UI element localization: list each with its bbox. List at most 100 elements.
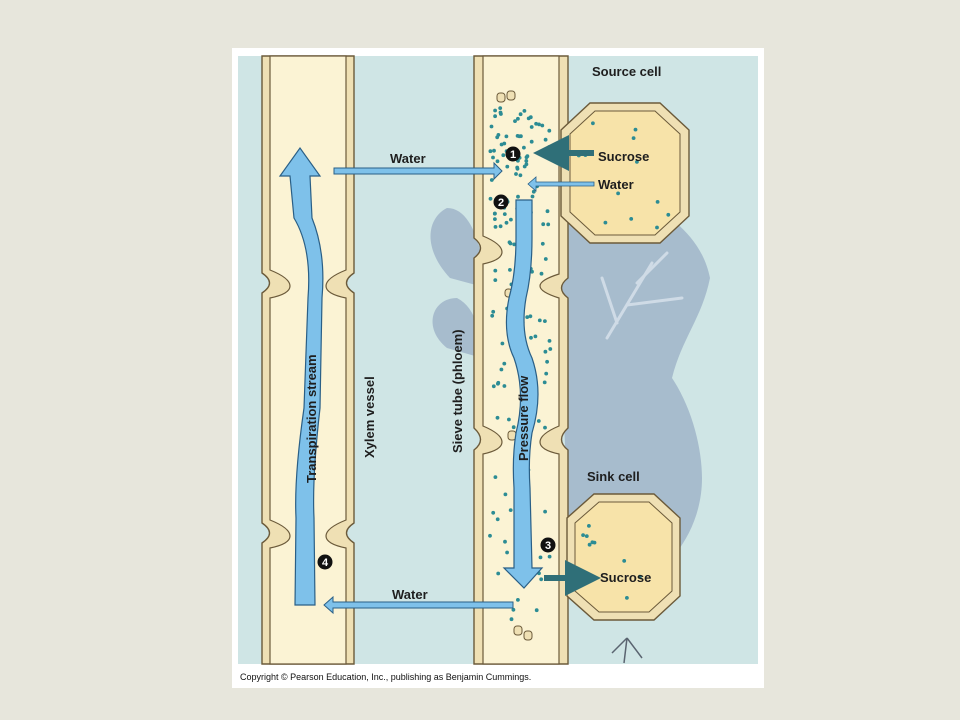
sucrose-dot [500,341,505,346]
sucrose-dot [525,315,530,319]
sucrose-dot [493,278,498,282]
sucrose-dot [514,172,518,176]
sucrose-dot [539,271,544,276]
water-in-arrow [527,176,595,192]
sucrose-dot [503,492,508,497]
sucrose-dot [513,119,517,123]
sucrose-dot [534,121,538,126]
sucrose-dot [540,123,545,128]
sucrose-dot [518,173,523,178]
sucrose-dot [489,178,494,182]
sucrose-dot [498,224,503,229]
step-1-marker: 1 [505,146,521,162]
sucrose-dot [529,139,534,144]
sucrose-dot [522,109,527,113]
sucrose-dot [507,417,511,422]
plant-veins [600,251,684,340]
sucrose-dot [625,596,629,600]
sink-cell-label: Sink cell [587,469,640,484]
sucrose-dot [488,196,493,201]
sucrose-dot [525,154,530,159]
sucrose-dot [592,540,597,545]
sucrose-dot [530,194,535,199]
sucrose-dot [488,149,493,154]
transpiration-stream-label: Transpiration stream [304,354,319,483]
sucrose-dot [591,121,595,126]
sucrose-dot [655,225,659,230]
sucrose-dot [547,145,552,149]
sucrose-dot [496,133,501,137]
sucrose-dot [492,211,497,216]
svg-text:3: 3 [545,540,551,552]
sucrose-dot [495,517,500,522]
sucrose-dot [548,347,553,351]
sucrose-dot [490,313,495,318]
sucrose-dot [631,136,636,140]
water-bottom-label: Water [392,587,428,602]
sucrose-dot [515,165,520,170]
sucrose-dot [493,475,498,479]
sucrose-dot [516,116,520,121]
sucrose-dot [587,542,592,547]
sucrose-out-label: Sucrose [600,570,651,585]
sucrose-dot [543,137,548,142]
sucrose-dot [666,212,671,217]
sucrose-dot [498,106,503,110]
sucrose-dot [505,550,509,555]
pressure-flow-arrow [502,199,544,589]
sucrose-dot [603,220,608,225]
step-3-marker: 3 [540,537,556,553]
water-arrow-top [333,161,503,181]
sucrose-dot [541,222,546,227]
sucrose-dot [526,116,531,121]
sucrose-dot [495,415,500,420]
sucrose-dot [491,510,496,515]
svg-text:1: 1 [510,149,516,161]
svg-text:4: 4 [322,557,329,569]
sucrose-dot [491,155,495,160]
sucrose-dot [489,124,494,129]
sucrose-dot [504,220,509,225]
step-4-marker: 4 [317,554,333,570]
sucrose-dot [635,160,639,164]
sucrose-dot [545,359,549,364]
sucrose-dot [537,122,541,127]
sucrose-dot [533,334,538,339]
sucrose-dot [516,598,520,602]
sucrose-dot [616,191,620,196]
sucrose-dot [536,419,541,423]
sucrose-dot [543,425,547,430]
sucrose-dot [528,314,533,319]
sucrose-dot [542,380,547,385]
sucrose-dot [498,110,503,115]
sucrose-dot [547,128,552,133]
sink-cell [566,493,681,621]
sucrose-dot [581,533,585,537]
sucrose-dot [493,225,498,229]
sucrose-dot [493,108,497,113]
sucrose-dot [539,577,544,582]
sucrose-dot [655,200,660,204]
sucrose-dot [502,384,507,388]
svg-text:2: 2 [498,197,504,209]
sucrose-dot [529,335,533,340]
sucrose-dot [524,159,529,163]
copyright-text: Copyright © Pearson Education, Inc., pub… [240,672,531,682]
sucrose-dot [638,574,642,579]
sucrose-dot [543,509,547,514]
transpiration-stream-arrow [278,146,324,606]
sucrose-dot [546,222,551,227]
sucrose-dot [491,309,496,314]
sucrose-dot [518,112,523,117]
sucrose-dot [503,539,507,544]
step-2-marker: 2 [493,194,509,210]
sucrose-dot [499,142,504,147]
sucrose-dot [493,114,497,119]
sucrose-dot [491,384,496,389]
sucrose-dot [584,534,589,538]
sucrose-dot [540,241,545,246]
sucrose-dot [495,159,500,164]
sucrose-dot [545,209,550,214]
sucrose-dot [499,367,504,372]
